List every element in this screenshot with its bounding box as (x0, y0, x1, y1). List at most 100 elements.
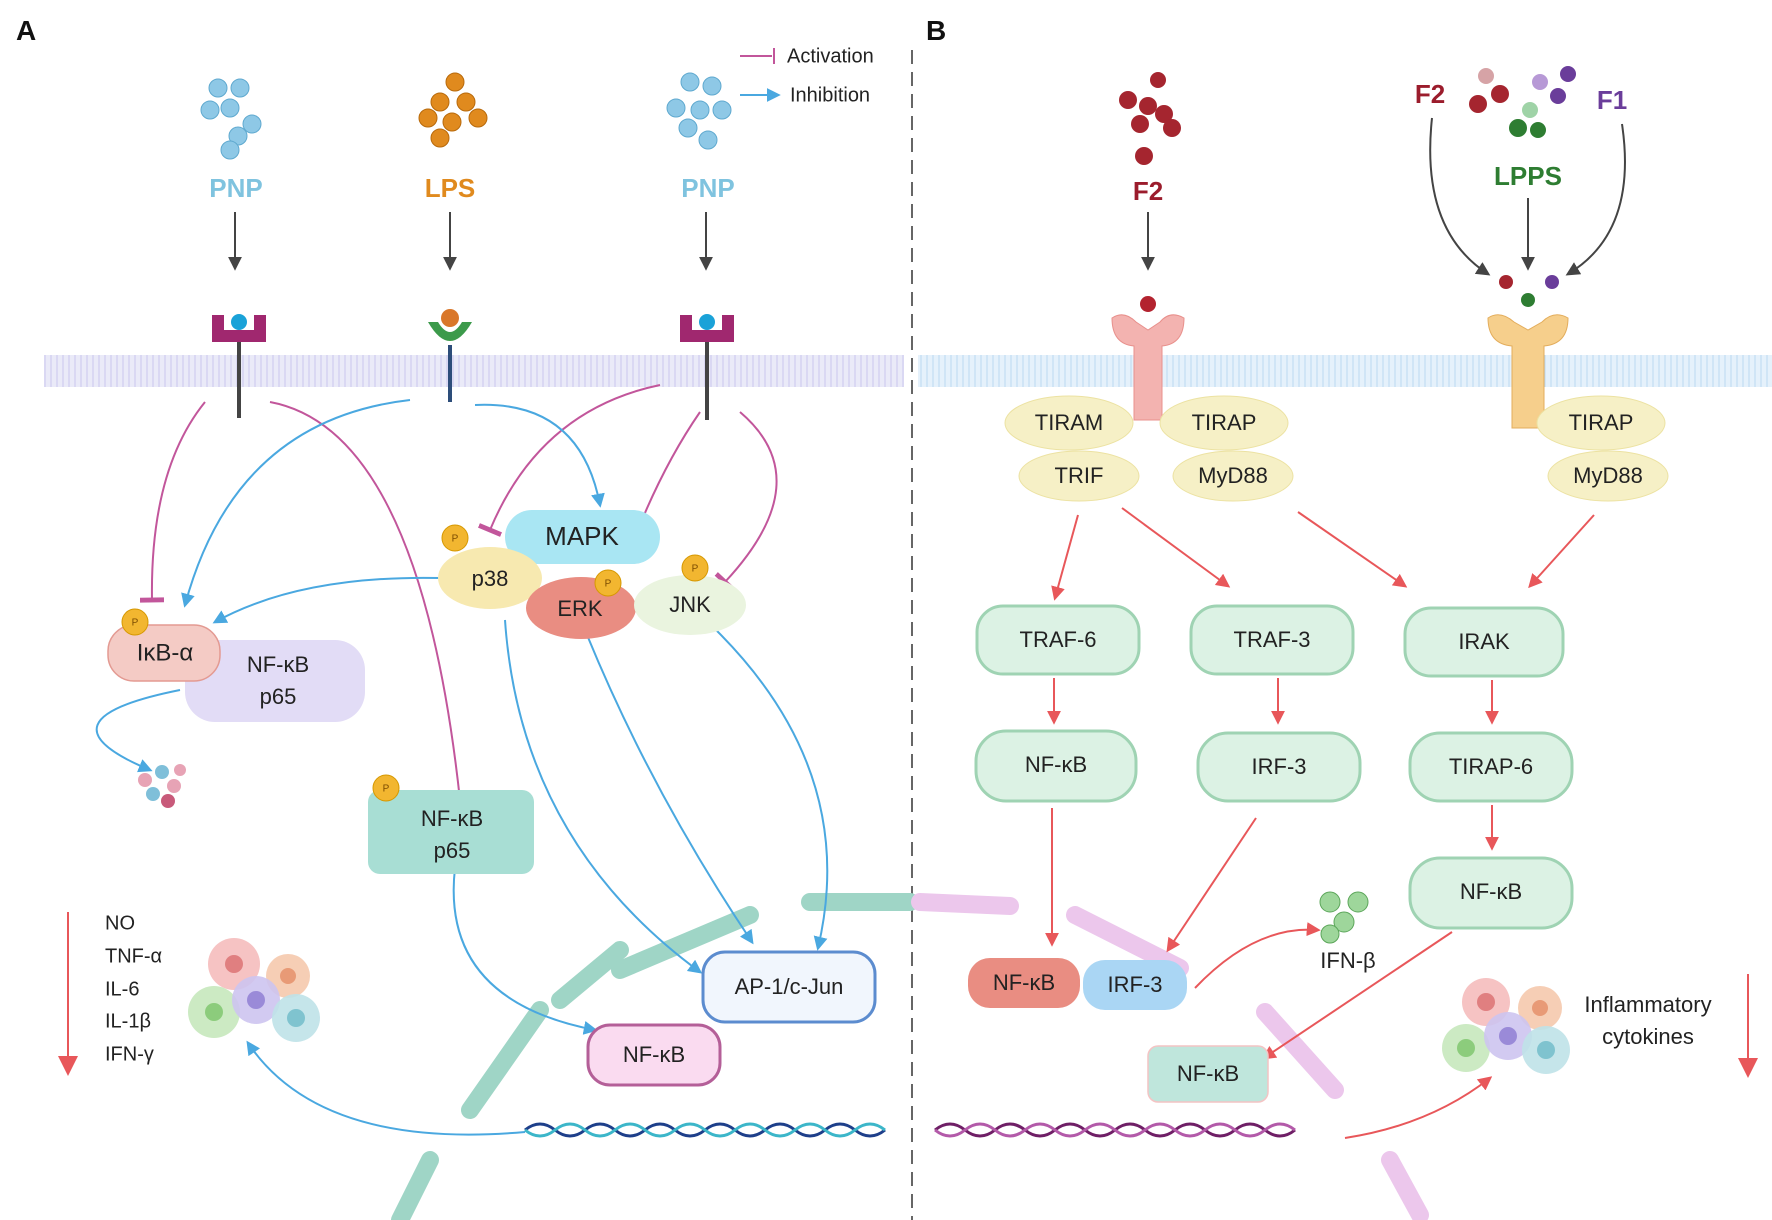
tiram-label: TIRAM (1035, 410, 1103, 435)
traf6-node: TRAF-6 (975, 604, 1141, 676)
arrow-f1-to-receptor (1565, 123, 1626, 276)
tirap6-node: TIRAP-6 (1408, 731, 1574, 803)
tiram-node (1004, 395, 1134, 451)
legend: Activation Inhibition (740, 45, 874, 106)
nuclear-envelope (391, 893, 1429, 1220)
cell-cluster-icon (188, 938, 320, 1042)
ifnb-particles (1319, 891, 1369, 944)
lps-particles (418, 72, 488, 148)
lpps-label: LPPS (1494, 161, 1562, 191)
pnp-label-left: PNP (209, 173, 262, 203)
pnp-label-right: PNP (681, 173, 734, 203)
inhibition-edges-a (139, 384, 778, 804)
degraded-protein-icon (138, 764, 186, 808)
nfkb-right-node: NF-κB (1408, 856, 1574, 930)
phosphate-icon: P (594, 569, 622, 597)
irf3-nucleus-node (1083, 960, 1187, 1010)
trif-label: TRIF (1055, 463, 1104, 488)
nfkb-right-label: NF-κB (1460, 879, 1522, 904)
svg-text:P: P (452, 534, 459, 545)
cytokine-item: IFN-γ (105, 1043, 154, 1065)
decrease-arrowhead-a (58, 1056, 78, 1076)
cytokine-item: NO (105, 912, 135, 934)
activation-edges-a (95, 399, 829, 1136)
nfkb-p65-line1: NF-κB (421, 806, 483, 831)
nfkb-complex-line1: NF-κB (247, 652, 309, 677)
mixed-particles (1469, 66, 1576, 138)
phosphate-icon: P (121, 608, 149, 636)
irf3-label: IRF-3 (1252, 754, 1307, 779)
legend-inhibition: Inhibition (790, 84, 870, 106)
bound-lpps-dot (1521, 293, 1535, 307)
pnp-particles-left (200, 78, 262, 160)
tirap6-label: TIRAP-6 (1449, 754, 1533, 779)
receptor-icon (428, 309, 472, 402)
ikba-label: IκB-α (137, 639, 194, 666)
cytokine-item: IL-1β (105, 1010, 151, 1032)
inflammatory-line1: Inflammatory (1584, 992, 1711, 1017)
phosphate-icon: P (441, 524, 469, 552)
irf3-node: IRF-3 (1196, 731, 1362, 803)
svg-text:P: P (605, 579, 612, 590)
traf3-node: TRAF-3 (1189, 604, 1355, 676)
nfkb-nucleus-b-node (968, 958, 1080, 1008)
trif-node (1018, 450, 1140, 502)
jnk-node (634, 575, 746, 635)
nfkb-left-node: NF-κB (974, 729, 1138, 803)
cell-cluster-icon (1442, 978, 1570, 1074)
bound-f2-dot (1499, 275, 1513, 289)
nfkb-complex-node (185, 640, 365, 722)
irf3-nucleus-label: IRF-3 (1108, 972, 1163, 997)
myd88-left-node (1172, 450, 1294, 502)
nfkb-nucleus-b-label: NF-κB (993, 970, 1055, 995)
nfkb-nucleus-a-label: NF-κB (623, 1042, 685, 1067)
traf6-label: TRAF-6 (1020, 627, 1097, 652)
nfkb-bottom-label: NF-κB (1177, 1061, 1239, 1086)
ifnb-label: IFN-β (1320, 948, 1375, 973)
inflammatory-line2: cytokines (1602, 1024, 1694, 1049)
jnk-label: JNK (669, 592, 711, 617)
p38-node (438, 547, 542, 609)
svg-text:P: P (383, 784, 390, 795)
panel-a-label: A (16, 15, 36, 46)
membrane-a (44, 355, 904, 387)
dna-helix-icon (524, 1122, 886, 1138)
cytokine-item: TNF-α (105, 945, 162, 967)
myd88-left-label: MyD88 (1198, 463, 1268, 488)
arrow-f2-to-receptor (1429, 117, 1491, 276)
mapk-label: MAPK (545, 521, 619, 551)
traf3-label: TRAF-3 (1234, 627, 1311, 652)
legend-activation: Activation (787, 45, 874, 67)
tirap-right-label: TIRAP (1569, 410, 1634, 435)
receptor-icon (212, 314, 266, 418)
myd88-right-node (1547, 450, 1669, 502)
receptor-icon (1111, 296, 1185, 421)
cytokine-list-a: NO TNF-α IL-6 IL-1β IFN-γ (105, 912, 162, 1065)
membrane-b (918, 355, 1772, 387)
myd88-right-label: MyD88 (1573, 463, 1643, 488)
irak-label: IRAK (1458, 629, 1510, 654)
receptor-icon (1487, 314, 1569, 429)
receptor-icon (680, 314, 734, 420)
ap1-label: AP-1/c-Jun (735, 974, 844, 999)
svg-text:P: P (132, 618, 139, 629)
bound-f1-dot (1545, 275, 1559, 289)
nfkb-p65-node (368, 790, 534, 874)
ikba-node (107, 624, 221, 682)
svg-text:P: P (692, 564, 699, 575)
phosphate-icon: P (372, 774, 400, 802)
phosphate-icon: P (681, 554, 709, 582)
nfkb-nucleus-a-node (586, 1023, 722, 1087)
tirap-left-label: TIRAP (1192, 410, 1257, 435)
nfkb-p65-line2: p65 (434, 838, 471, 863)
lps-label: LPS (425, 173, 476, 203)
mapk-node (505, 510, 660, 564)
f1-label: F1 (1597, 85, 1627, 115)
tirap-right-node (1536, 395, 1666, 451)
ap1-node (701, 950, 877, 1024)
irak-node: IRAK (1403, 606, 1565, 678)
erk-label: ERK (557, 596, 603, 621)
decrease-arrowhead-b (1738, 1058, 1758, 1078)
f2-label-left: F2 (1133, 176, 1163, 206)
